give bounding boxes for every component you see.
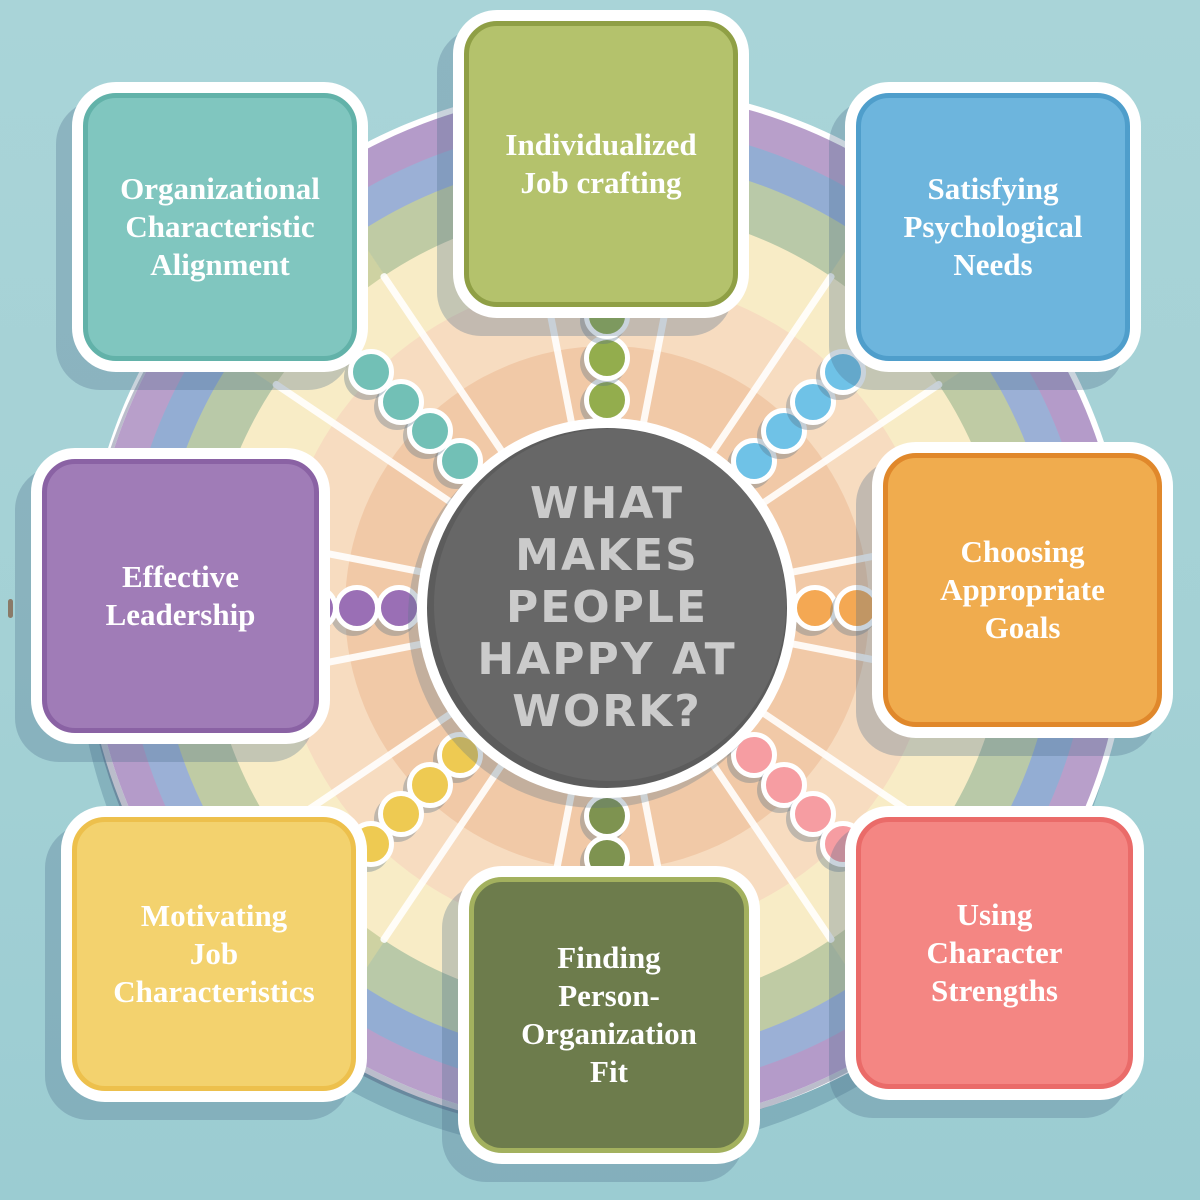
chain-bead-effective-leadership [334,585,380,631]
stray-dash-artifact [8,599,13,618]
card-label: Finding Person- Organization Fit [521,940,697,1089]
card-using-character-strengths: Using Character Strengths [845,806,1144,1100]
card-finding-person-organization-fit: Finding Person- Organization Fit [458,866,760,1164]
chain-bead-effective-leadership [376,585,422,631]
chain-bead-finding-person-organization-fit [584,793,630,839]
center-title: WHAT MAKES PEOPLE HAPPY AT WORK? [477,478,737,737]
chain-bead-individualized-job-crafting [584,377,630,423]
card-surface: Individualized Job crafting [464,21,738,307]
card-organizational-characteristic-alignment: Organizational Characteristic Alignment [72,82,368,372]
chain-bead-choosing-appropriate-goals [792,585,838,631]
card-surface: Effective Leadership [42,459,319,733]
card-satisfying-psychological-needs: Satisfying Psychological Needs [845,82,1141,372]
card-label: Satisfying Psychological Needs [903,171,1083,282]
card-individualized-job-crafting: Individualized Job crafting [453,10,749,318]
card-label: Motivating Job Characteristics [113,898,315,1009]
card-effective-leadership: Effective Leadership [31,448,330,744]
card-surface: Finding Person- Organization Fit [469,877,749,1153]
center-circle: WHAT MAKES PEOPLE HAPPY AT WORK? [417,418,797,798]
card-label: Organizational Characteristic Alignment [120,171,320,282]
card-label: Using Character Strengths [926,897,1063,1008]
card-surface: Motivating Job Characteristics [72,817,356,1091]
card-surface: Satisfying Psychological Needs [856,93,1130,361]
card-surface: Organizational Characteristic Alignment [83,93,357,361]
card-surface: Choosing Appropriate Goals [883,453,1162,727]
card-label: Effective Leadership [105,559,256,632]
card-motivating-job-characteristics: Motivating Job Characteristics [61,806,367,1102]
chain-bead-individualized-job-crafting [584,335,630,381]
card-surface: Using Character Strengths [856,817,1133,1089]
card-choosing-appropriate-goals: Choosing Appropriate Goals [872,442,1173,738]
card-label: Choosing Appropriate Goals [940,534,1105,645]
card-label: Individualized Job crafting [505,127,697,200]
